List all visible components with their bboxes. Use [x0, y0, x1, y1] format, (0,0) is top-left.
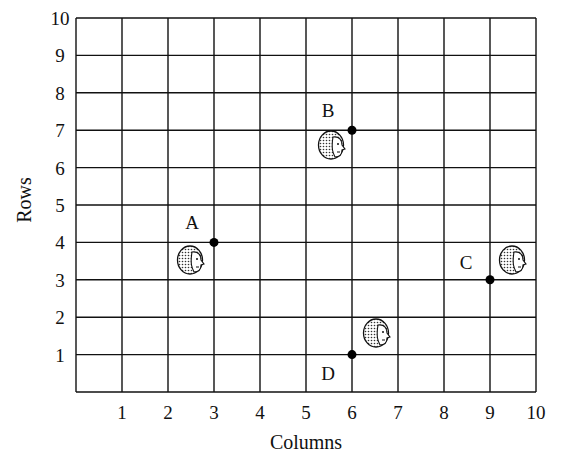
- row-number: 3: [53, 269, 67, 290]
- grid-line: [76, 317, 536, 318]
- axis-title: Rows: [13, 175, 35, 225]
- grid-line: [76, 242, 536, 243]
- row-number: 8: [53, 82, 67, 103]
- grid-line: [76, 17, 536, 18]
- axis-title: Columns: [268, 431, 344, 453]
- grid-line: [76, 92, 536, 93]
- row-number: 4: [53, 232, 67, 253]
- grid-line: [76, 354, 536, 355]
- point-label: A: [182, 212, 202, 233]
- row-number: 1: [53, 344, 67, 365]
- head-icon: [178, 246, 205, 274]
- column-number: 3: [207, 402, 221, 423]
- point-label: B: [319, 100, 338, 121]
- column-number: 9: [483, 402, 497, 423]
- column-number: 1: [115, 402, 129, 423]
- grid-line: [76, 391, 536, 392]
- column-number: 6: [345, 402, 359, 423]
- grid-point: [348, 126, 357, 135]
- column-number: 8: [437, 402, 451, 423]
- grid-point: [210, 238, 219, 247]
- point-label: D: [318, 363, 338, 384]
- grid-lines: [76, 18, 536, 392]
- grid-point: [348, 350, 357, 359]
- row-number: 2: [53, 307, 67, 328]
- row-number: 9: [53, 45, 67, 66]
- column-number: 4: [253, 402, 267, 423]
- point-label: C: [457, 252, 476, 273]
- row-number: 5: [53, 195, 67, 216]
- grid-lines: [76, 18, 536, 392]
- head-icon: [364, 319, 391, 347]
- row-number: 6: [53, 157, 67, 178]
- row-number: 7: [53, 120, 67, 141]
- head-icon: [500, 246, 527, 274]
- column-number: 2: [161, 402, 175, 423]
- column-number: 5: [299, 402, 313, 423]
- grid-line: [76, 279, 536, 280]
- head-icon: [319, 131, 346, 159]
- grid-line: [76, 129, 536, 130]
- grid-line: [76, 55, 536, 56]
- grid-line: [76, 204, 536, 205]
- column-number: 10: [525, 402, 548, 423]
- row-number: 10: [49, 8, 72, 29]
- grid-point: [486, 275, 495, 284]
- grid-line: [76, 167, 536, 168]
- column-number: 7: [391, 402, 405, 423]
